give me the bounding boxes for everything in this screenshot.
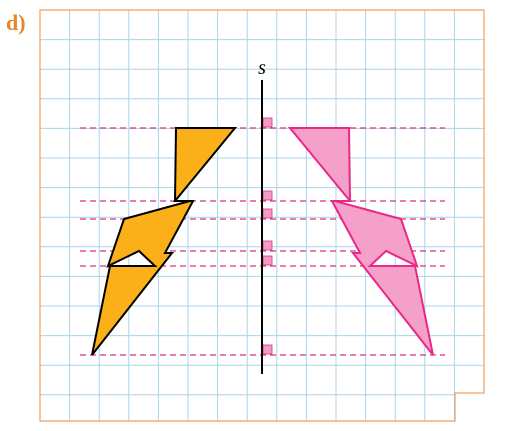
equal-distance-markers (262, 117, 273, 355)
left-lightning-bolt (91, 127, 238, 356)
part-label: d) (6, 10, 26, 35)
right-angle-marker (262, 208, 273, 219)
right-angle-marker (262, 344, 273, 355)
right-lightning-bolt (287, 127, 434, 356)
right-angle-marker (262, 190, 273, 201)
axis-label-s: s (258, 57, 266, 79)
paper-frame (39, 9, 485, 422)
right-angle-marker (262, 255, 273, 266)
right-angle-marker (262, 117, 273, 128)
right-angle-marker (262, 240, 273, 251)
